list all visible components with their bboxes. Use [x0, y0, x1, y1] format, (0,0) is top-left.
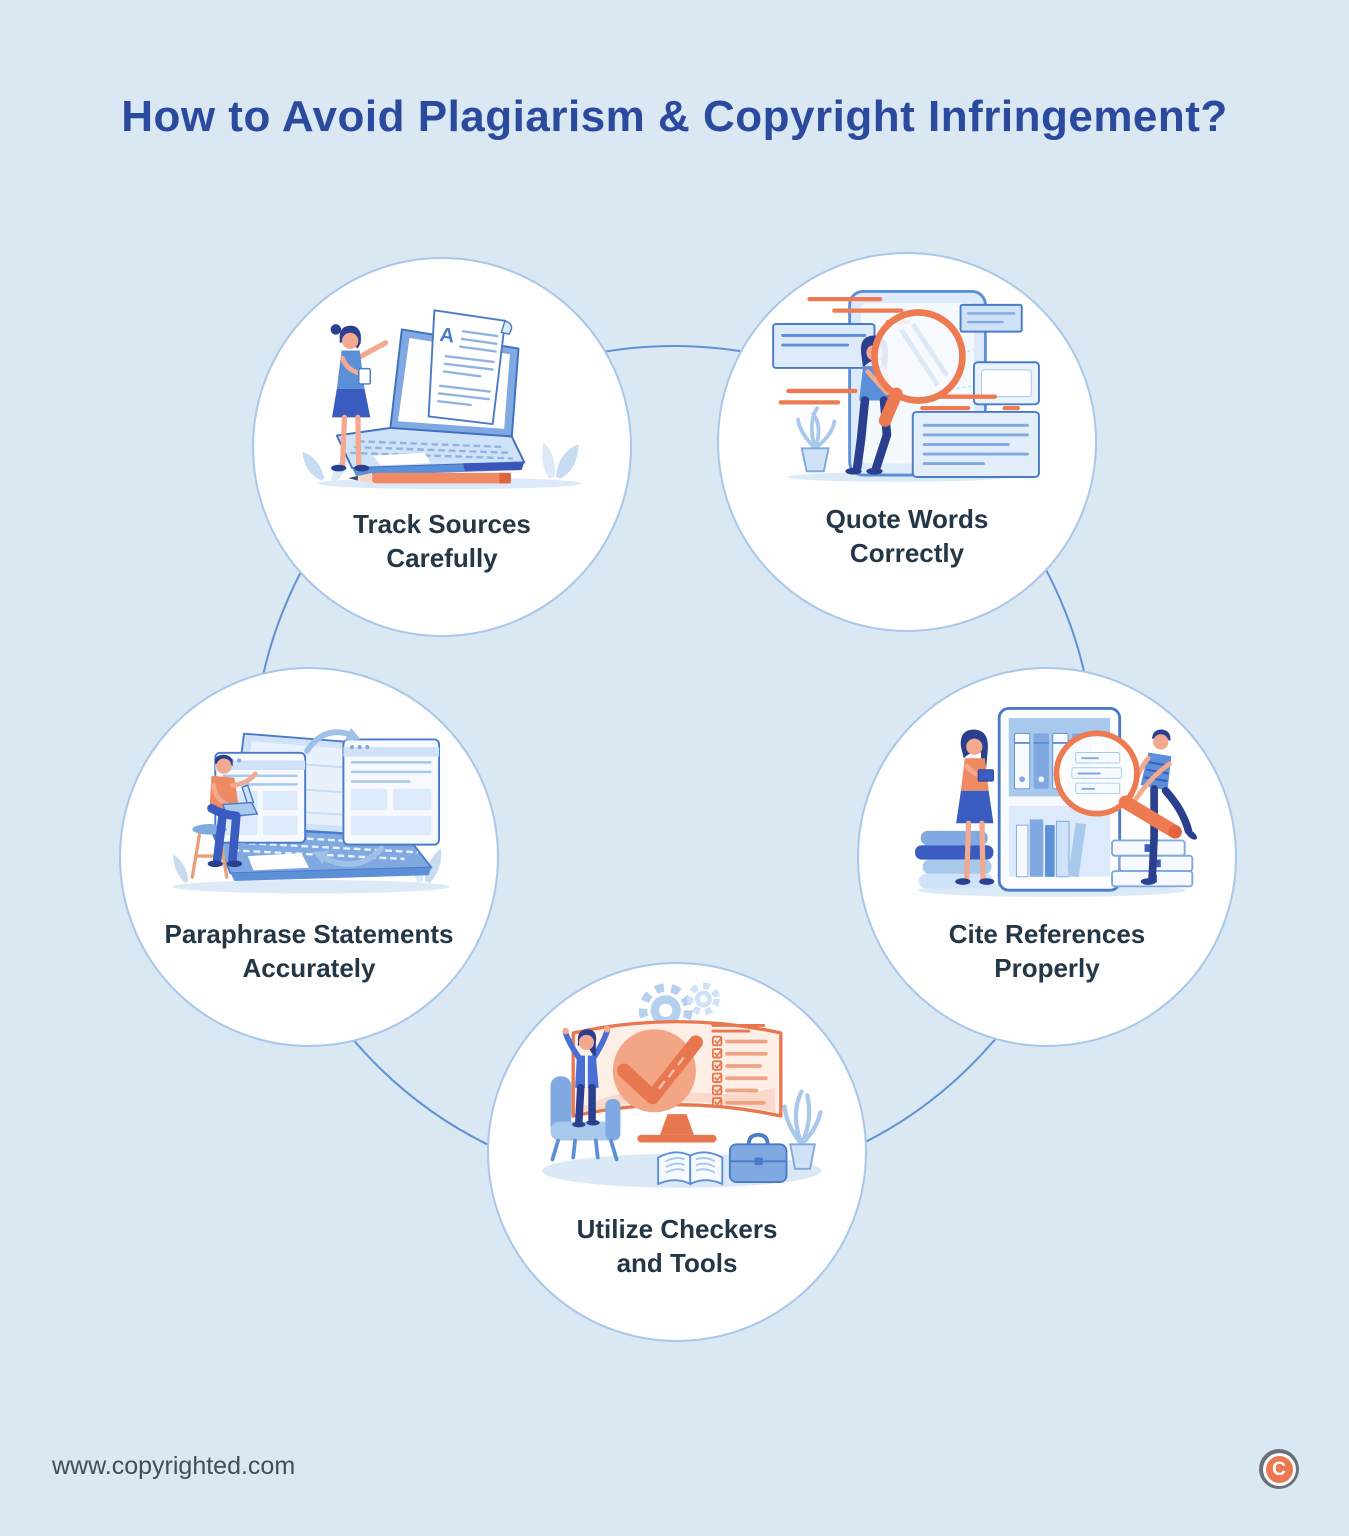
document-icon: A: [427, 309, 513, 426]
copyrighted-logo: C: [1259, 1449, 1299, 1489]
step-label-utilize-checkers: Utilize Checkers and Tools: [576, 1214, 778, 1279]
step-circle-quote-words: Quote Words Correctly: [717, 252, 1097, 632]
plant-icon: [782, 1089, 823, 1170]
step-circle-cite-references: Cite References Properly: [857, 667, 1237, 1047]
cite-references-illustration: [915, 707, 1197, 897]
step-label-quote-words: Quote Words Correctly: [825, 504, 989, 569]
checklist: [711, 1023, 768, 1108]
step-label-track-sources: Track Sources Carefully: [353, 509, 531, 574]
paraphrase-illustration: [172, 727, 450, 894]
ground-shadow: [172, 879, 450, 894]
sync-arrows-icon: [304, 727, 385, 867]
page-title: How to Avoid Plagiarism & Copyright Infr…: [121, 92, 1228, 141]
monitor-icon: [571, 1020, 783, 1143]
step-circle-track-sources: A Track Sour: [252, 257, 632, 637]
step-label-cite-references: Cite References Properly: [948, 919, 1146, 984]
magnifier-pencil-icon: [1053, 730, 1182, 839]
open-book-icon: [657, 1151, 724, 1186]
browser-window-right: [342, 738, 441, 846]
briefcase-icon: [728, 1132, 788, 1184]
magnifier-icon: [871, 309, 966, 427]
utilize-checkers-illustration: [542, 982, 823, 1188]
logo-letter: C: [1265, 1455, 1293, 1483]
document-letter: A: [439, 324, 456, 348]
woman-figure: [330, 324, 389, 472]
armchair-icon: [550, 1076, 621, 1162]
woman-figure: [955, 729, 995, 885]
woman-celebrating-figure: [562, 1025, 611, 1128]
step-label-paraphrase: Paraphrase Statements Accurately: [164, 919, 454, 984]
website-url: www.copyrighted.com: [52, 1452, 296, 1480]
man-on-stool-figure: [190, 754, 259, 879]
pencil-icon: [348, 472, 511, 484]
quote-words-illustration: [772, 290, 1040, 482]
step-circle-utilize-checkers: Utilize Checkers and Tools: [487, 962, 867, 1342]
step-circle-paraphrase: Paraphrase Statements Accurately: [119, 667, 499, 1047]
logo-inner-ring: C: [1262, 1452, 1296, 1486]
track-sources-illustration: A: [302, 309, 582, 490]
man-figure: [1128, 729, 1197, 885]
quote-boxes: [772, 303, 1040, 478]
plant-icon: [796, 406, 837, 473]
